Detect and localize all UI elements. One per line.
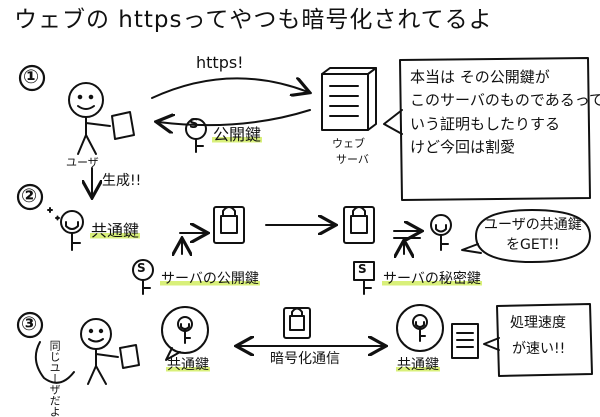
- same-user-label: 同じユーザだよ: [48, 340, 62, 417]
- step3-user-figure: [80, 318, 119, 385]
- note-line-1: 本当は その公開鍵が: [410, 68, 550, 86]
- note-box-text: 本当は その公開鍵が このサーバのものであるって いう証明もしたりする けど今回…: [410, 66, 600, 159]
- step3-number: ③: [21, 313, 38, 335]
- step3-same-user-bubble: [34, 341, 75, 384]
- step2-user-common-key-icon: [47, 207, 84, 251]
- step2-common-key-label: 共通鍵: [90, 221, 141, 240]
- step2-decrypt-arrow: [393, 231, 420, 254]
- note-line-4: けど今回は割愛: [410, 137, 516, 156]
- diagram-drawing: [16, 57, 593, 385]
- step2-server-common-key-icon: [430, 214, 452, 251]
- step3-server-icon: [451, 323, 479, 359]
- encrypted-comm-label: 暗号化通信: [270, 351, 340, 367]
- step1-web-server-icon: [321, 67, 377, 131]
- server-secret-key-label: サーバの秘密鍵: [382, 271, 482, 287]
- generate-label: 生成!!: [102, 173, 142, 189]
- server-label-line1: ウェブ: [332, 137, 365, 150]
- step1-public-key-arrow: [158, 109, 311, 125]
- step2-speech-bubble: [461, 209, 591, 263]
- step1-number-circle: [18, 64, 46, 92]
- step2-lock-right: [343, 206, 375, 244]
- https-label: https!: [196, 53, 244, 72]
- step2-bubble-line1: ユーザの共通鍵: [484, 217, 582, 233]
- step2-number: ②: [21, 185, 38, 207]
- step3-user-key-bubble: [161, 306, 209, 361]
- step3-server-key-bubble: [396, 304, 444, 352]
- step3-server-common-key-label: 共通鍵: [396, 357, 440, 373]
- server-label-line2: サーバ: [336, 153, 369, 166]
- diagram-canvas: ウェブの httpsってやつも暗号化されてるよ ① ② ③ https! S 公…: [14, 7, 600, 417]
- note-line-3: いう証明もしたりする: [410, 114, 561, 133]
- step2-number-circle: [16, 183, 44, 211]
- step1-number: ①: [23, 66, 40, 88]
- public-key-icon-letter: S: [189, 117, 199, 132]
- step1-public-key-icon: [185, 118, 207, 153]
- step2-server-secret-key-icon: [353, 261, 375, 295]
- step1-note-box: [383, 57, 591, 201]
- step1-user-figure: [68, 82, 111, 155]
- speed-line2: が速い!!: [512, 341, 566, 357]
- server-public-key-icon-letter: S: [137, 261, 146, 275]
- step3-user-common-key-label: 共通鍵: [166, 357, 210, 373]
- step1-public-key-label: 公開鍵: [212, 125, 263, 144]
- note-line-2: このサーバのものであるって: [410, 91, 600, 110]
- page-title: ウェブの httpsってやつも暗号化されてるよ: [14, 7, 493, 33]
- step3-document-icon: [119, 344, 140, 369]
- speed-line1: 処理速度: [510, 315, 566, 331]
- step2-server-public-key-icon: [132, 259, 154, 295]
- step3-lock: [283, 307, 311, 339]
- user-label: ユーザ: [66, 156, 99, 169]
- step2-lock-left: [213, 206, 245, 244]
- server-secret-key-icon-letter: S: [358, 262, 367, 276]
- step3-number-circle: [16, 311, 44, 339]
- step2-bubble-line2: をGET!!: [506, 237, 560, 253]
- server-public-key-label: サーバの公開鍵: [160, 271, 260, 287]
- step2-input-arrow-1: [180, 233, 206, 254]
- step3-speed-box: [483, 303, 593, 377]
- step1-https-arrow: [151, 78, 308, 99]
- step1-document-icon: [111, 111, 135, 140]
